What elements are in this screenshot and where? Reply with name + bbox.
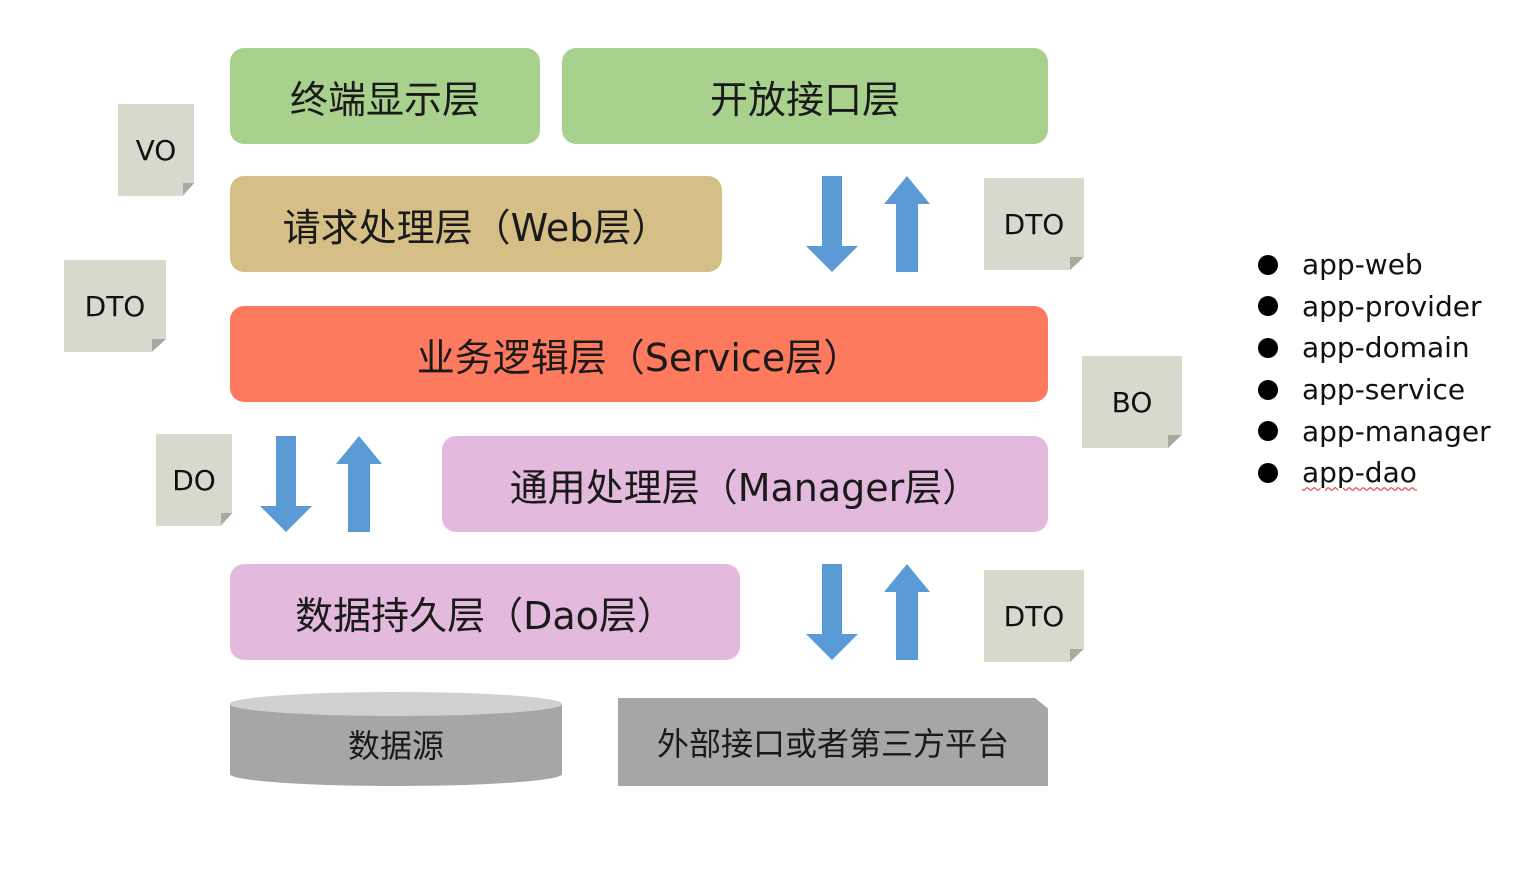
arrow-up-icon	[336, 436, 382, 532]
module-label: app-manager	[1302, 414, 1491, 448]
dao-layer: 数据持久层（Dao层）	[230, 564, 740, 660]
dto-note-top-right: DTO	[984, 178, 1084, 270]
bo-note: BO	[1082, 356, 1182, 448]
vo-note-label: VO	[135, 133, 177, 167]
bullet-icon	[1258, 462, 1278, 483]
dto-note-left-label: DTO	[84, 289, 146, 323]
module-label: app-domain	[1302, 331, 1470, 365]
bullet-icon	[1258, 254, 1278, 275]
dto-note-bottom-right-label: DTO	[1003, 599, 1065, 633]
module-item-app-domain: app-domain	[1258, 327, 1491, 369]
bullet-icon	[1258, 296, 1278, 317]
module-item-app-service: app-service	[1258, 369, 1491, 411]
bullet-icon	[1258, 379, 1278, 400]
external-platform-label: 外部接口或者第三方平台	[656, 725, 1009, 763]
do-note-label: DO	[172, 463, 216, 497]
terminal-display-layer-label: 终端显示层	[289, 77, 480, 122]
module-list: app-web app-provider app-domain app-serv…	[1258, 244, 1491, 494]
dto-note-bottom-right: DTO	[984, 570, 1084, 662]
open-api-layer: 开放接口层	[562, 48, 1048, 144]
do-note: DO	[156, 434, 232, 526]
dao-layer-label: 数据持久层（Dao层）	[295, 593, 675, 638]
service-layer: 业务逻辑层（Service层）	[230, 306, 1048, 402]
arrow-up-icon	[884, 176, 930, 272]
manager-layer-label: 通用处理层（Manager层）	[509, 465, 981, 510]
terminal-display-layer: 终端显示层	[230, 48, 540, 144]
manager-layer: 通用处理层（Manager层）	[442, 436, 1048, 532]
module-item-app-manager: app-manager	[1258, 410, 1491, 452]
datasource-cylinder	[230, 692, 562, 786]
module-label: app-provider	[1302, 289, 1482, 323]
arrow-down-icon	[260, 436, 312, 532]
vo-note: VO	[118, 104, 194, 196]
datasource-text: 数据源	[347, 727, 444, 765]
module-label: app-service	[1302, 373, 1466, 407]
datasource-label: 数据源	[230, 704, 562, 784]
module-item-app-dao: app-dao	[1258, 452, 1491, 494]
module-item-app-web: app-web	[1258, 244, 1491, 286]
open-api-layer-label: 开放接口层	[709, 77, 900, 122]
bo-note-label: BO	[1111, 385, 1153, 419]
dto-note-left: DTO	[64, 260, 166, 352]
module-item-app-provider: app-provider	[1258, 286, 1491, 328]
arrow-up-icon	[884, 564, 930, 660]
external-platform-box: 外部接口或者第三方平台	[618, 698, 1048, 786]
arrow-down-icon	[806, 564, 858, 660]
service-layer-label: 业务逻辑层（Service层）	[416, 335, 862, 380]
web-layer: 请求处理层（Web层）	[230, 176, 722, 272]
module-label: app-web	[1302, 248, 1423, 282]
arrow-down-icon	[806, 176, 858, 272]
bullet-icon	[1258, 421, 1278, 442]
web-layer-label: 请求处理层（Web层）	[282, 205, 670, 250]
module-label: app-dao	[1302, 456, 1417, 490]
bullet-icon	[1258, 337, 1278, 358]
dto-note-top-right-label: DTO	[1003, 207, 1065, 241]
